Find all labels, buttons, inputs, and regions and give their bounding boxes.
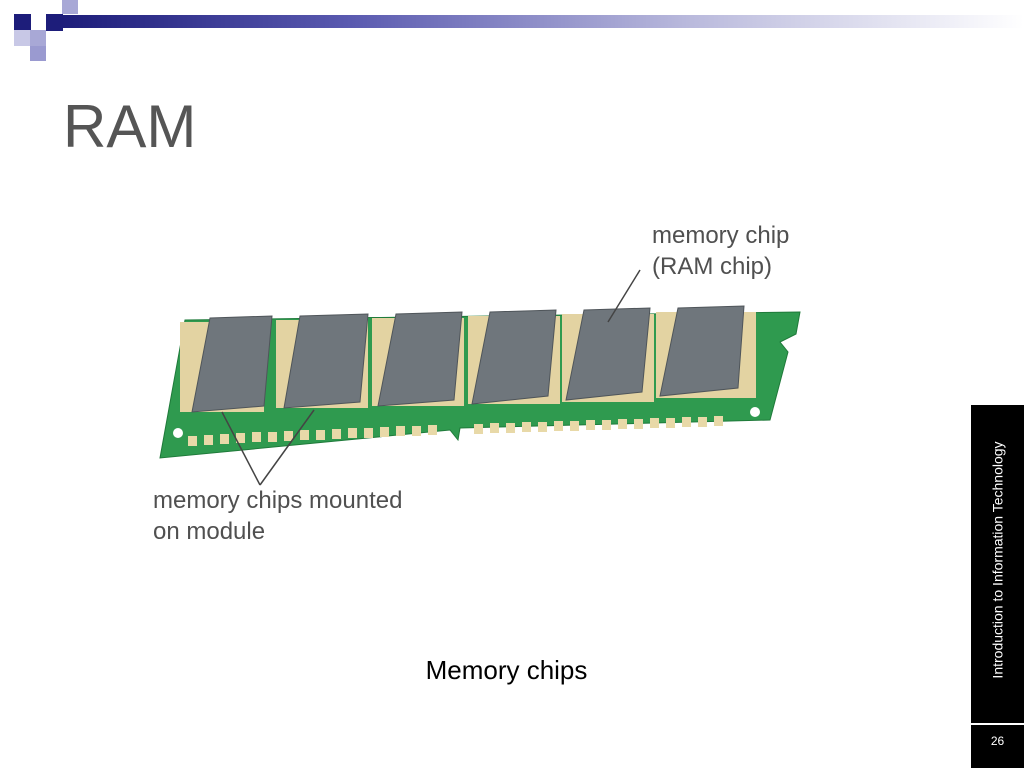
decor-square-navy (14, 14, 31, 31)
memory-chip (372, 311, 464, 407)
memory-chip (276, 313, 369, 409)
memory-chip (468, 309, 560, 405)
decor-square-navy (46, 14, 63, 31)
chip-callout-label: memory chip (RAM chip) (652, 220, 789, 282)
course-title-container: Introduction to Information Technology (971, 405, 1024, 715)
image-caption: Memory chips (425, 655, 588, 685)
decor-square-light (62, 0, 78, 14)
chip-callout-line1: memory chip (652, 222, 790, 249)
memory-chip (180, 315, 273, 413)
module-callout-line2: on module (153, 518, 266, 545)
chip-callout-line2: (RAM chip) (652, 253, 773, 280)
module-callout-line1: memory chips mounted (153, 487, 403, 514)
decor-square-light (30, 46, 46, 61)
footer-sidebar (971, 405, 1024, 768)
decor-square-light (30, 30, 46, 46)
mount-hole (750, 407, 760, 417)
header-gradient-bar (62, 15, 1024, 28)
page-number: 26 (990, 734, 1005, 748)
decor-square-light (14, 30, 30, 46)
ram-module-illustration (140, 200, 840, 570)
memory-chip (562, 307, 654, 402)
memory-chips (180, 305, 756, 413)
module-callout-label: memory chips mounted on module (153, 485, 402, 547)
sidebar-divider (971, 723, 1024, 725)
course-title: Introduction to Information Technology (989, 441, 1006, 679)
callout-lines (221, 269, 641, 486)
mount-hole (173, 428, 183, 438)
slide-title: RAM (63, 93, 197, 160)
memory-chip (656, 305, 756, 398)
gold-contacts (188, 416, 723, 446)
